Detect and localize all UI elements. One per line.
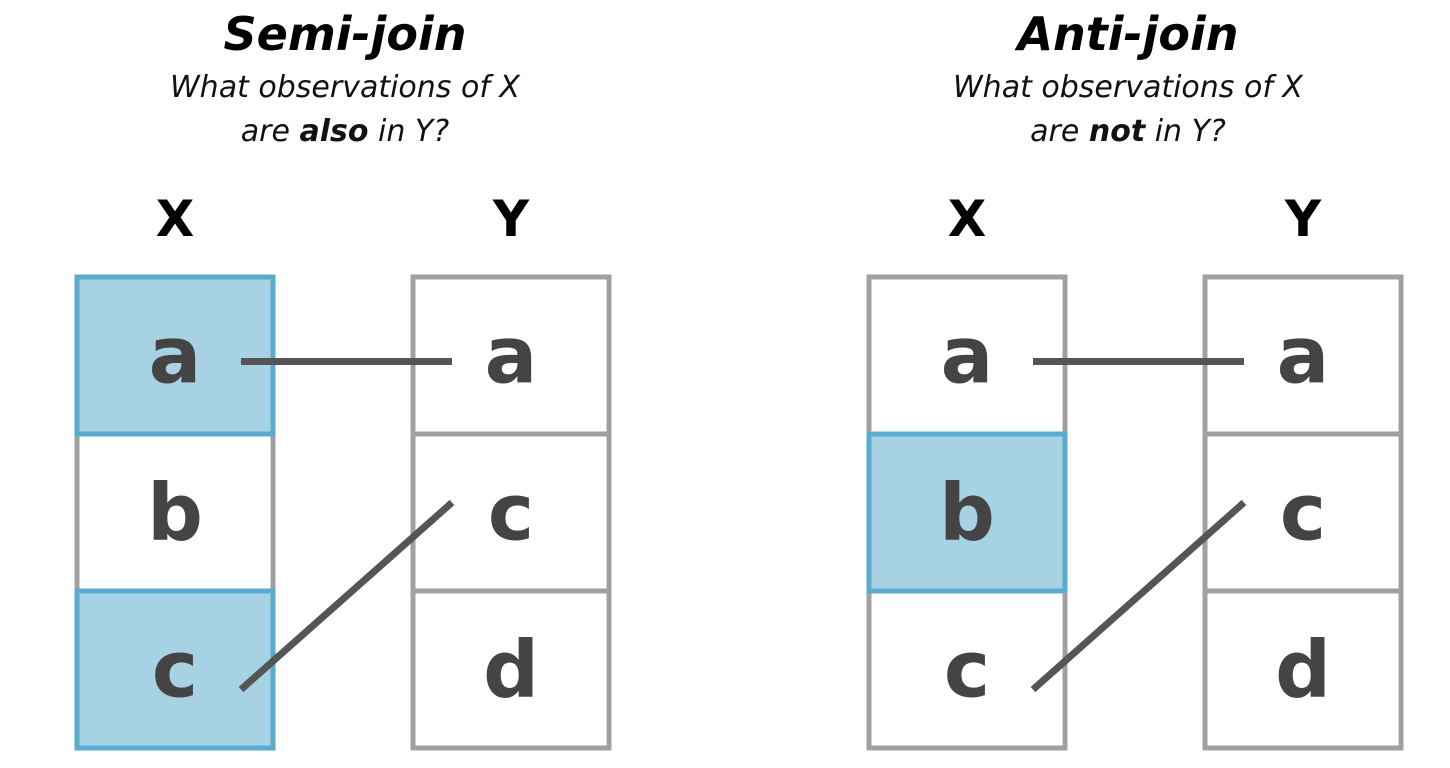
anti-join-title: Anti-join — [1014, 7, 1238, 61]
semi-join-y-label-a: a — [485, 312, 538, 402]
anti-join-subtitle-line-2: are not in Y? — [1030, 114, 1226, 149]
anti-join-x-label-b: b — [939, 469, 995, 559]
semi-join-x-cell-b — [74, 431, 276, 594]
semi-join-y-cell-d — [410, 588, 612, 751]
anti-join-x-cell-a — [866, 274, 1068, 437]
anti-join-subtitle-line-1: What observations of X — [953, 70, 1304, 105]
semi-join-subtitle-post: in Y? — [369, 114, 450, 149]
semi-join-x-cell-c-highlighted — [74, 588, 276, 751]
semi-join-x-label-b: b — [147, 469, 203, 559]
anti-join-x-cell-c — [866, 588, 1068, 751]
semi-join-x-header: X — [156, 190, 195, 248]
anti-join-y-label-a: a — [1277, 312, 1330, 402]
anti-join-subtitle-emphasis: not — [1089, 114, 1147, 149]
semi-join-title: Semi-join — [223, 7, 466, 61]
anti-join-y-label-c: c — [1280, 469, 1326, 559]
anti-join-x-header: X — [948, 190, 987, 248]
anti-join-y-label-d: d — [1275, 626, 1331, 716]
semi-join-x-cell-a-highlighted — [74, 274, 276, 437]
semi-join-y-cell-a — [410, 274, 612, 437]
anti-join-subtitle-pre: are — [1030, 114, 1089, 149]
semi-join-subtitle-pre: are — [241, 114, 300, 149]
anti-join-x-label-c: c — [944, 626, 990, 716]
anti-join-link-c-c — [1030, 499, 1247, 693]
semi-join-y-header: Y — [492, 190, 530, 248]
semi-join-link-c-c — [238, 499, 455, 693]
semi-join-subtitle-line-2: are also in Y? — [241, 114, 449, 149]
semi-join-subtitle-emphasis: also — [300, 114, 369, 149]
semi-join-x-label-c: c — [152, 626, 198, 716]
semi-join-y-label-d: d — [483, 626, 539, 716]
anti-join-x-cell-b-highlighted — [866, 431, 1068, 594]
semi-join-x-label-a: a — [149, 312, 202, 402]
semi-join-subtitle-line-1: What observations of X — [170, 70, 521, 105]
anti-join-y-cell-d — [1202, 588, 1404, 751]
anti-join-y-header: Y — [1284, 190, 1322, 248]
anti-join-subtitle-post: in Y? — [1145, 114, 1226, 149]
semi-join-y-label-c: c — [488, 469, 534, 559]
anti-join-x-label-a: a — [941, 312, 994, 402]
